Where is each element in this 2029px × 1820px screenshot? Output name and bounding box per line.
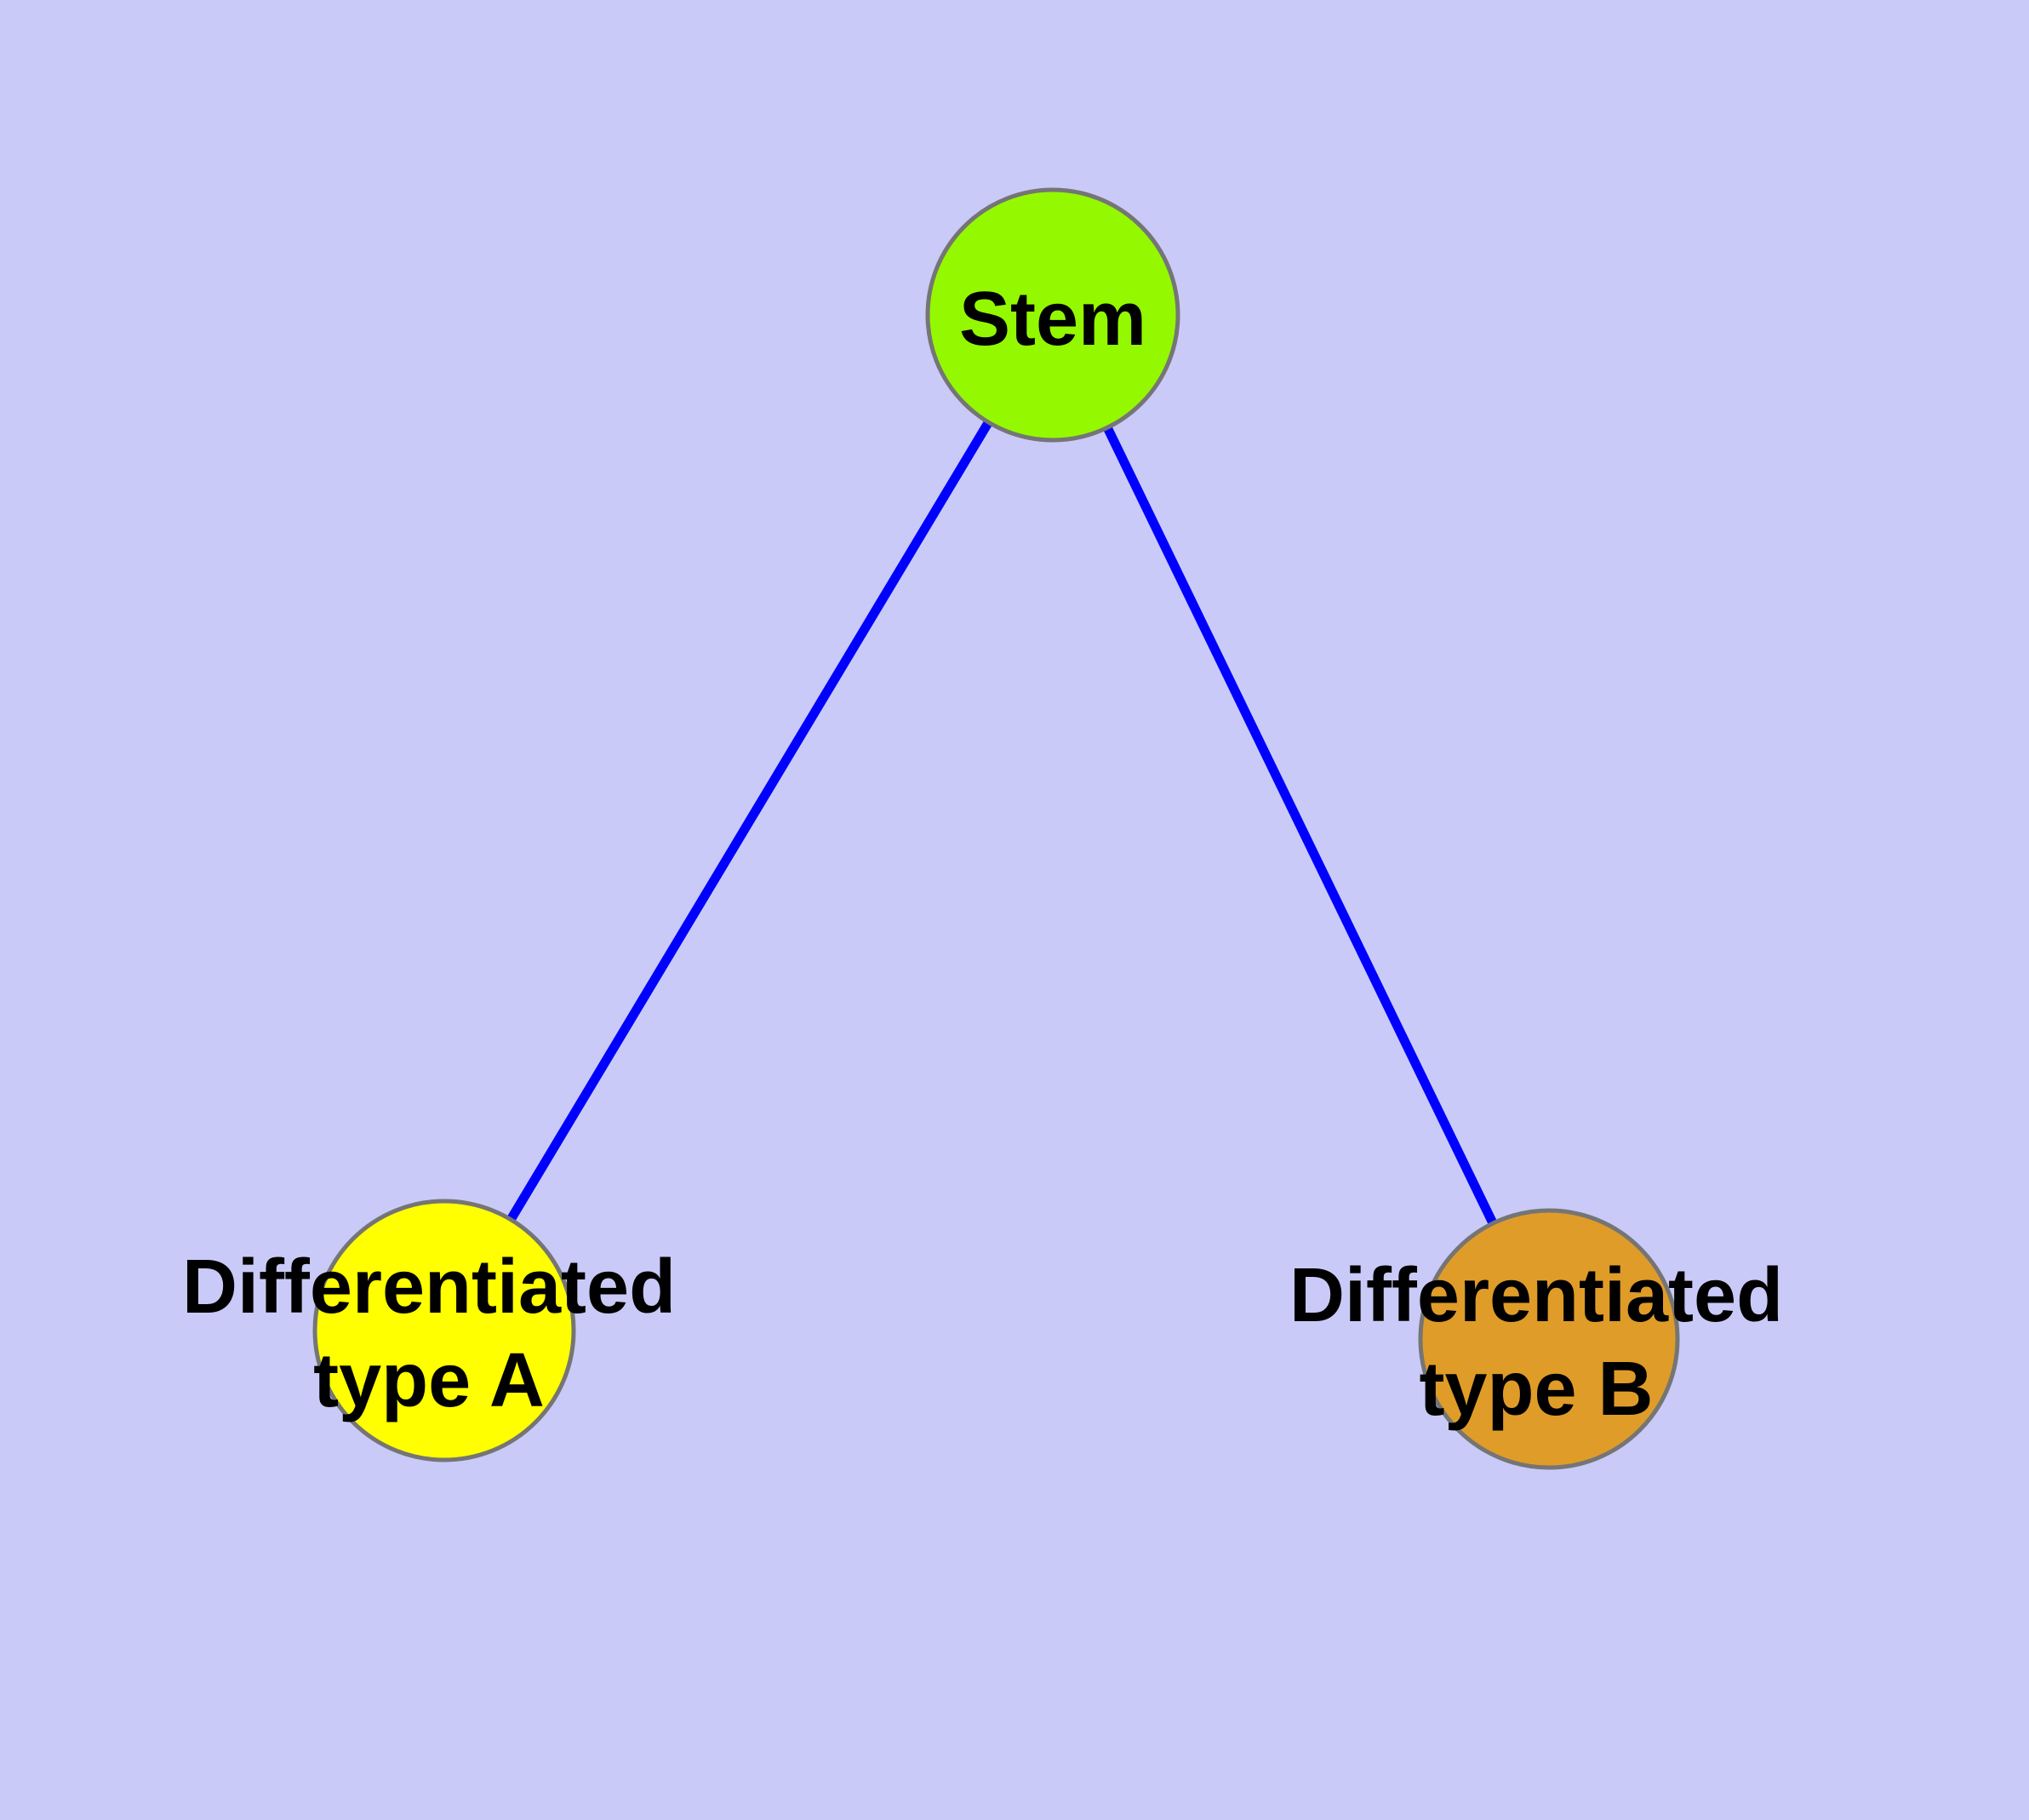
label-line: Stem [958,277,1147,362]
node-stem-label: Stem [959,272,1146,366]
node-type-a-circle [312,1199,576,1462]
label-line: Differentiated [181,1245,677,1330]
node-type-b-circle [1418,1208,1680,1470]
label-line: type B [1419,1347,1654,1432]
edge-stem-to-type-b [1049,312,1553,1342]
node-type-b-label: Differentiated type B [1289,1249,1783,1436]
node-stem-circle [925,187,1180,443]
label-line: type A [313,1338,545,1423]
label-line: Differentiated [1289,1253,1784,1338]
edge-stem-to-type-a [440,312,1057,1333]
